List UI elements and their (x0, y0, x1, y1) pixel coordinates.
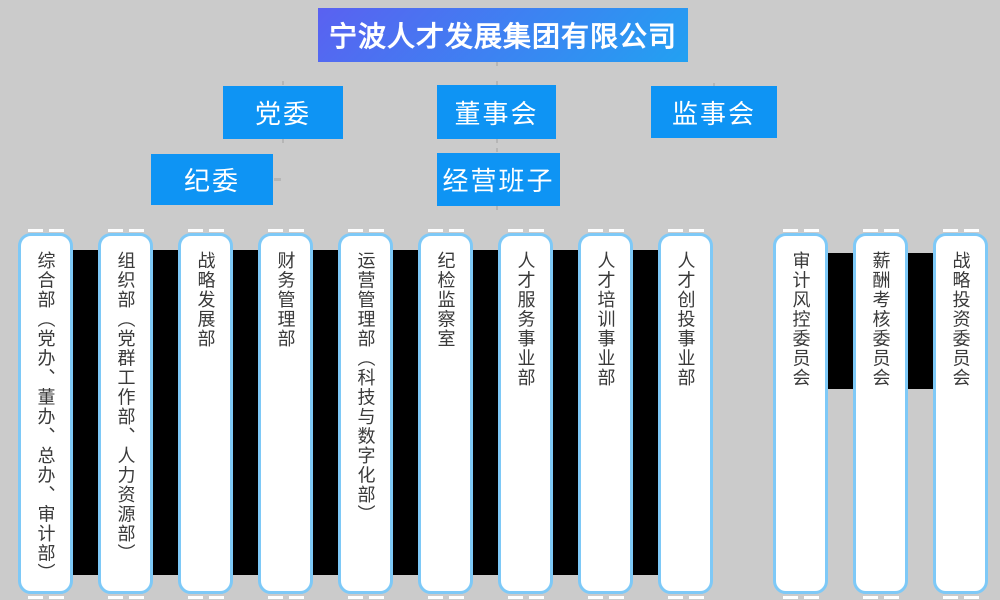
connector-tick (942, 229, 958, 232)
connector-stub (496, 62, 498, 66)
org-column-department-1: 组织部（党群工作部、人力资源部） (98, 233, 153, 594)
connector-tick (187, 596, 203, 599)
connector-tick (107, 596, 123, 599)
org-column-label: 战略投资委员会 (950, 251, 971, 388)
connector-tick (267, 596, 283, 599)
connector-tick (782, 596, 798, 599)
connector-tick (288, 596, 304, 599)
connector-stub (282, 81, 284, 85)
org-node-jianshihui: 监事会 (651, 86, 777, 138)
connector-tick (688, 229, 704, 232)
org-column-committee-11: 战略投资委员会 (933, 233, 988, 594)
org-column-label: 财务管理部 (275, 251, 296, 349)
connector-stub (713, 83, 715, 87)
connector-tick (608, 229, 624, 232)
connector-tick (27, 596, 43, 599)
connector-tick (128, 229, 144, 232)
connector-tick (448, 596, 464, 599)
connector-tick (942, 596, 958, 599)
org-column-department-4: 运营管理部（科技与数字化部） (338, 233, 393, 594)
org-column-label: 人才培训事业部 (595, 251, 616, 388)
connector-tick (208, 229, 224, 232)
connector-tick (862, 596, 878, 599)
connector-stub (496, 148, 498, 152)
connector-tick (208, 596, 224, 599)
connector-tick (803, 596, 819, 599)
connector-stub (496, 139, 498, 143)
org-node-label: 纪委 (183, 166, 240, 196)
connector-tick (27, 229, 43, 232)
connector-tick (427, 596, 443, 599)
connector-tick (587, 229, 603, 232)
connector-tick (528, 596, 544, 599)
org-node-label: 董事会 (454, 98, 539, 129)
connector-tick (267, 229, 283, 232)
connector-tick (507, 229, 523, 232)
connector-tick (963, 229, 979, 232)
org-column-department-7: 人才培训事业部 (578, 233, 633, 594)
connector-tick (667, 596, 683, 599)
connector-tick (803, 229, 819, 232)
connector-tick (107, 229, 123, 232)
connector-tick (368, 596, 384, 599)
org-node-label: 监事会 (671, 98, 756, 129)
org-column-label: 综合部（党办、董办、总办、审计部） (35, 251, 56, 583)
connector-stub-horizontal (274, 178, 281, 181)
org-column-department-5: 纪检监察室 (418, 233, 473, 594)
company-title: 宁波人才发展集团有限公司 (328, 21, 677, 52)
connector-tick (782, 229, 798, 232)
company-title-banner: 宁波人才发展集团有限公司 (318, 8, 688, 62)
org-column-label: 人才服务事业部 (515, 251, 536, 388)
connector-stub (496, 81, 498, 85)
org-column-department-8: 人才创投事业部 (658, 233, 713, 594)
connector-tick (883, 596, 899, 599)
org-column-department-3: 财务管理部 (258, 233, 313, 594)
org-node-dongshihui: 董事会 (437, 85, 556, 139)
connector-tick (448, 229, 464, 232)
connector-tick (427, 229, 443, 232)
connector-tick (667, 229, 683, 232)
connector-tick (587, 596, 603, 599)
org-node-label: 经营班子 (442, 166, 555, 196)
connector-tick (528, 229, 544, 232)
org-node-jiwei: 纪委 (151, 154, 273, 205)
connector-tick (883, 229, 899, 232)
connector-tick (187, 229, 203, 232)
org-node-dangwei: 党委 (223, 86, 343, 139)
connector-tick (608, 596, 624, 599)
org-column-committee-10: 薪酬考核委员会 (853, 233, 908, 594)
org-column-label: 组织部（党群工作部、人力资源部） (115, 251, 136, 563)
connector-tick (347, 229, 363, 232)
connector-stub (282, 139, 284, 143)
connector-tick (688, 596, 704, 599)
connector-tick (288, 229, 304, 232)
connector-tick (862, 229, 878, 232)
org-node-jingyingbanzi: 经营班子 (437, 153, 560, 206)
org-node-label: 党委 (254, 99, 311, 129)
connector-tick (963, 596, 979, 599)
connector-tick (368, 229, 384, 232)
org-column-label: 审计风控委员会 (790, 251, 811, 388)
connector-tick (128, 596, 144, 599)
org-column-department-0: 综合部（党办、董办、总办、审计部） (18, 233, 73, 594)
org-column-department-2: 战略发展部 (178, 233, 233, 594)
org-column-label: 纪检监察室 (435, 251, 456, 349)
connector-tick (347, 596, 363, 599)
org-column-label: 运营管理部（科技与数字化部） (355, 251, 376, 524)
org-column-committee-9: 审计风控委员会 (773, 233, 828, 594)
org-column-department-6: 人才服务事业部 (498, 233, 553, 594)
org-column-label: 薪酬考核委员会 (870, 251, 891, 388)
connector-tick (507, 596, 523, 599)
connector-tick (48, 596, 64, 599)
org-column-label: 人才创投事业部 (675, 251, 696, 388)
connector-stub (496, 206, 498, 210)
org-column-label: 战略发展部 (195, 251, 216, 349)
connector-tick (48, 229, 64, 232)
